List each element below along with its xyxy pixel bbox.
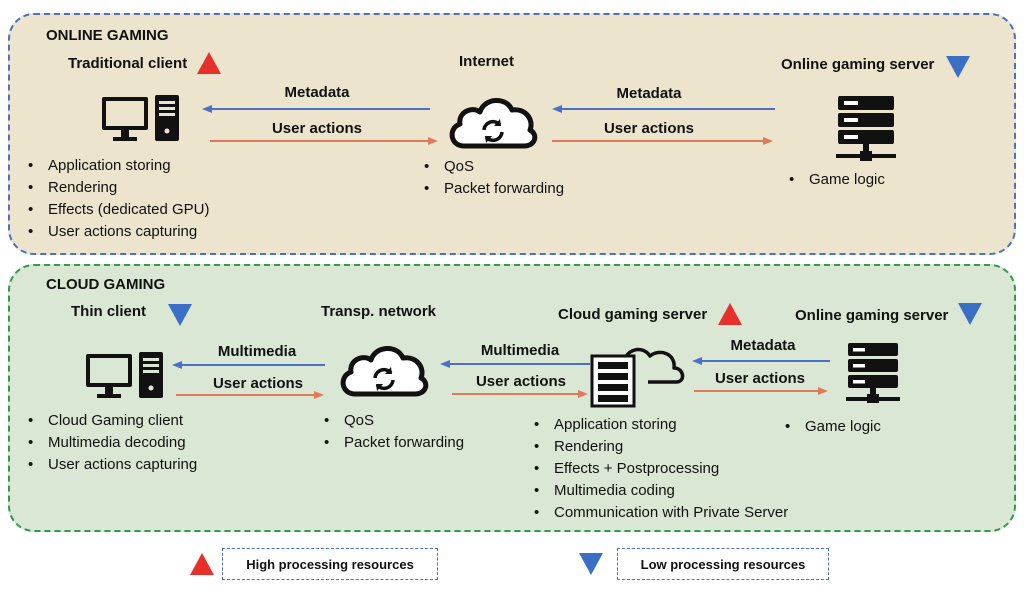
list-item: Packet forwarding [422, 178, 564, 200]
cloud-arrow-label-user-actions-3: User actions [714, 370, 806, 387]
cloud-arrow-label-multimedia-1: Multimedia [217, 343, 297, 360]
legend-low-resources: Low processing resources [617, 548, 829, 580]
online-server-label: Online gaming server [781, 56, 935, 73]
online-arrows [202, 105, 775, 145]
cloud-arrow-label-user-actions-2: User actions [475, 373, 567, 390]
list-item: Rendering [26, 177, 209, 199]
low-resource-marker [958, 303, 982, 325]
cloud-arrow-label-multimedia-2: Multimedia [480, 342, 560, 359]
list-item: Game logic [787, 169, 885, 191]
cloud-server-label: Cloud gaming server [558, 306, 708, 323]
cloud-network-icon [340, 346, 429, 397]
computer-icon [102, 95, 179, 141]
list-item: Effects (dedicated GPU) [26, 199, 209, 221]
internet-functions: QoS Packet forwarding [422, 156, 564, 200]
list-item: Cloud Gaming client [26, 410, 197, 432]
online-arrow-label-user-actions-left: User actions [271, 120, 363, 137]
list-item: QoS [422, 156, 564, 178]
online-server-functions: Game logic [787, 169, 885, 191]
list-item: Communication with Private Server [532, 502, 788, 524]
cloud-gaming-title: CLOUD GAMING [46, 276, 166, 293]
list-item: User actions capturing [26, 454, 197, 476]
cloud-online-server-functions: Game logic [783, 416, 881, 438]
server-icon [846, 343, 900, 403]
list-item: QoS [322, 410, 464, 432]
list-item: User actions capturing [26, 221, 209, 243]
legend-high-resources: High processing resources [222, 548, 438, 580]
transport-network-label: Transp. network [321, 303, 437, 320]
online-arrow-label-metadata-left: Metadata [284, 84, 350, 101]
list-item: Game logic [783, 416, 881, 438]
list-item: Application storing [532, 414, 788, 436]
legend-low-label: Low processing resources [640, 556, 806, 572]
traditional-client-label: Traditional client [68, 55, 188, 72]
cloud-network-icon [449, 98, 538, 149]
cloud-arrow-label-metadata: Metadata [730, 337, 796, 354]
list-item: Rendering [532, 436, 788, 458]
high-resource-marker [718, 303, 742, 325]
list-item: Packet forwarding [322, 432, 464, 454]
internet-label: Internet [459, 53, 515, 70]
traditional-client-functions: Application storing Rendering Effects (d… [26, 155, 209, 243]
legend-low-marker [579, 553, 603, 575]
thin-client-functions: Cloud Gaming client Multimedia decoding … [26, 410, 197, 476]
thin-client-label: Thin client [71, 303, 146, 320]
list-item: Application storing [26, 155, 209, 177]
cloud-arrow-label-user-actions-1: User actions [212, 375, 304, 392]
list-item: Effects + Postprocessing [532, 458, 788, 480]
list-item: Multimedia coding [532, 480, 788, 502]
list-item: Multimedia decoding [26, 432, 197, 454]
low-resource-marker [168, 304, 192, 326]
legend-high-label: High processing resources [246, 556, 414, 572]
server-icon [836, 96, 896, 161]
computer-icon [86, 352, 163, 398]
cloud-arrows [172, 357, 830, 399]
cloud-server-functions: Application storing Rendering Effects + … [532, 414, 788, 524]
cloud-online-server-label: Online gaming server [795, 307, 949, 324]
online-arrow-label-user-actions-right: User actions [603, 120, 695, 137]
online-arrow-label-metadata-right: Metadata [616, 85, 682, 102]
legend-high-marker [190, 553, 214, 575]
cloud-server-icon [590, 347, 685, 408]
low-resource-marker [946, 56, 970, 78]
online-gaming-title: ONLINE GAMING [46, 27, 169, 44]
transport-network-functions: QoS Packet forwarding [322, 410, 464, 454]
high-resource-marker [197, 52, 221, 74]
